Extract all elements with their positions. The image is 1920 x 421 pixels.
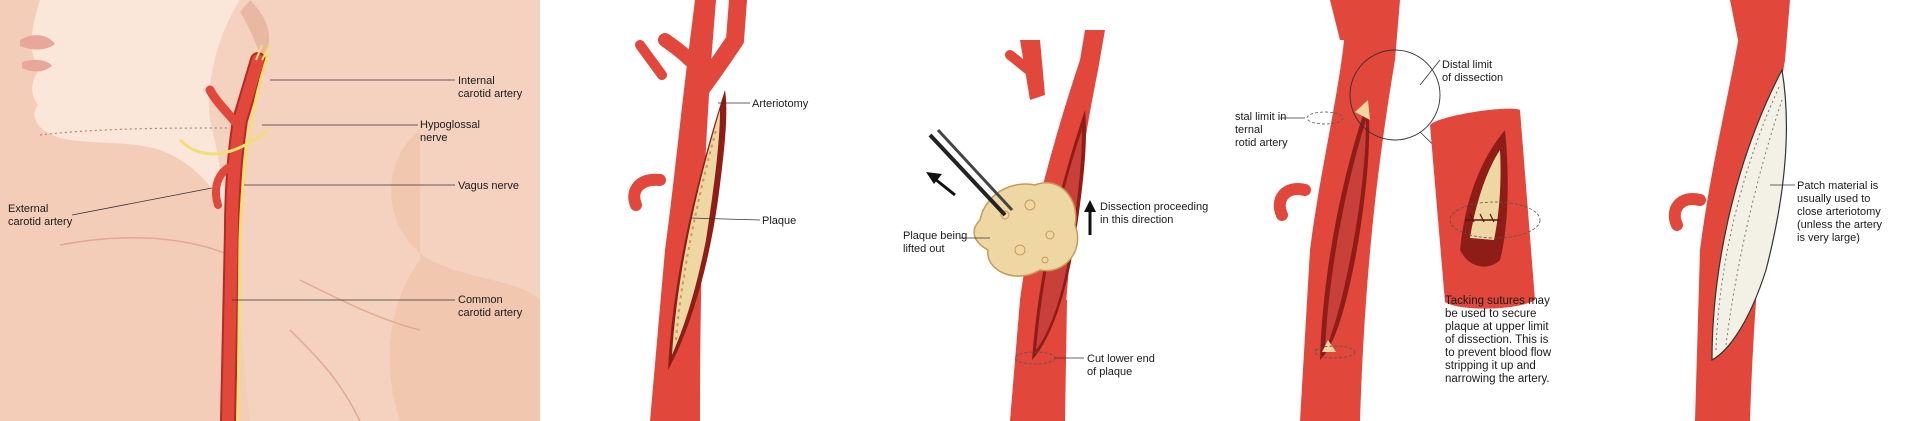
label-external-carotid-l2: carotid artery [8, 216, 73, 228]
svg-text:Arteriotomy: Arteriotomy [752, 98, 809, 110]
label-dissection-l2: in this direction [1100, 214, 1173, 226]
label-tacking-l2: be used to secure [1445, 308, 1536, 320]
label-tacking-l3: plaque at upper limit [1445, 321, 1549, 333]
label-hypoglossal-l2: nerve [420, 132, 448, 144]
label-vagus: Vagus nerve [458, 180, 519, 192]
label-common-carotid-l1: Common [458, 294, 503, 306]
label-patch-l2: usually used to [1797, 193, 1870, 205]
label-patch-l5: is very large) [1797, 232, 1860, 244]
label-plaque-lifted-l2: lifted out [903, 243, 945, 255]
label-tacking-l1: Tacking sutures may [1445, 295, 1550, 307]
label-arteriotomy: Arteriotomy [752, 98, 809, 110]
label-tacking-l6: stripping it up and [1445, 360, 1536, 372]
label-tacking-l4: of dissection. This is [1445, 334, 1549, 346]
label-cut-lower-l2: of plaque [1087, 366, 1132, 378]
label-patch-l3: close arteriotomy [1797, 206, 1881, 218]
label-cut-lower-l1: Cut lower end [1087, 353, 1155, 365]
label-distal-internal-l2: ternal [1235, 124, 1263, 136]
label-external-carotid-l1: External [8, 203, 48, 215]
label-patch-l1: Patch material is [1797, 180, 1879, 192]
label-tacking-l7: narrowing the artery. [1445, 373, 1550, 385]
label-tacking-l5: to prevent blood flow [1445, 347, 1552, 359]
label-distal-internal-l1: stal limit in [1235, 111, 1286, 123]
label-distal-internal-l3: rotid artery [1235, 137, 1288, 149]
label-common-carotid-l2: carotid artery [458, 307, 523, 319]
label-internal-carotid-l2: carotid artery [458, 88, 523, 100]
svg-text:Vagus nerve: Vagus nerve [458, 180, 519, 192]
label-plaque: Plaque [762, 215, 796, 227]
panel-2-arteriotomy: Arteriotomy Plaque [628, 0, 809, 421]
label-hypoglossal-l1: Hypoglossal [420, 119, 480, 131]
svg-text:Plaque: Plaque [762, 215, 796, 227]
label-distal-limit-l1: Distal limit [1442, 59, 1492, 71]
label-internal-carotid-l1: Internal [458, 75, 495, 87]
label-patch-l4: (unless the artery [1797, 219, 1882, 231]
label-plaque-lifted-l1: Plaque being [903, 230, 967, 242]
label-dissection-l1: Dissection proceeding [1100, 201, 1208, 213]
label-distal-limit-l2: of dissection [1442, 72, 1503, 84]
